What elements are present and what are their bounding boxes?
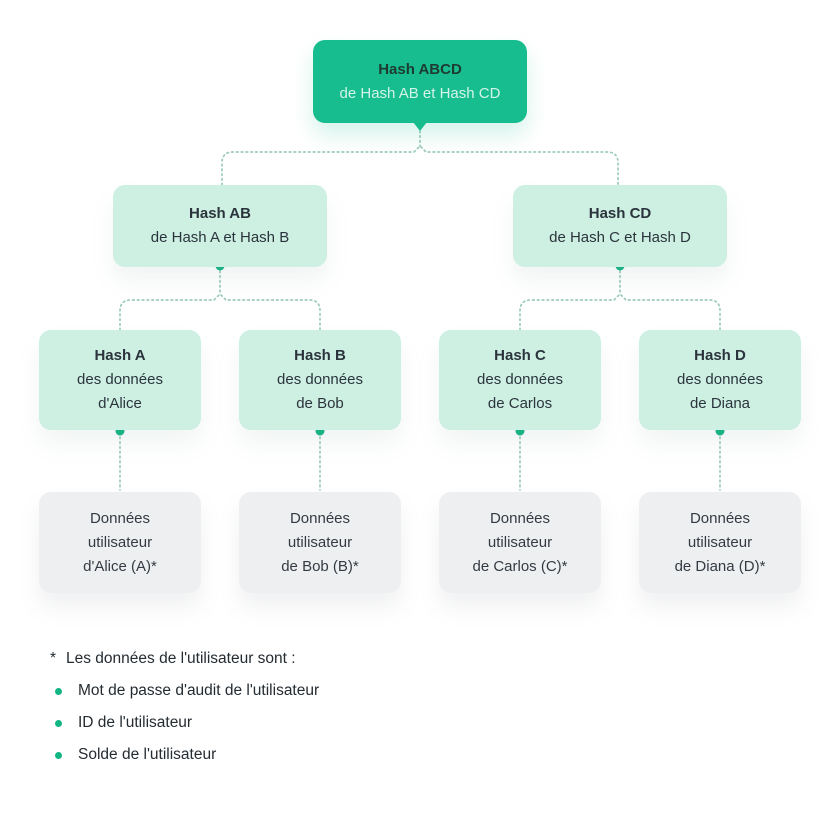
legend-header-text: Les données de l'utilisateur sont : [66,650,296,667]
legend-header: * Les données de l'utilisateur sont : [50,648,319,670]
node-data-bob: Données utilisateur de Bob (B)* [239,492,401,593]
node-line: des données [477,371,563,388]
node-subtitle: de Hash A et Hash B [150,229,290,246]
node-subtitle: de Hash AB et Hash CD [339,84,501,102]
node-hash-d: Hash D des données de Diana [639,330,801,430]
node-hash-abcd: Hash ABCD de Hash AB et Hash CD [313,40,527,123]
node-title: Hash D [694,347,746,364]
connector-root-bracket [221,144,619,186]
node-line: des données [677,371,763,388]
node-line: de Bob [296,395,344,412]
bullet-icon [55,751,62,759]
node-hash-b: Hash B des données de Bob [239,330,401,430]
node-subtitle: de Hash C et Hash D [549,229,691,246]
legend-item: Mot de passe d'audit de l'utilisateur [50,680,319,702]
legend-item-text: ID de l'utilisateur [78,714,193,731]
node-hash-c: Hash C des données de Carlos [439,330,601,430]
node-hash-a: Hash A des données d'Alice [39,330,201,430]
node-title: Hash AB [189,205,251,222]
node-title: Hash CD [588,205,652,222]
node-line: de Carlos (C)* [472,557,568,575]
node-data-carlos: Données utilisateur de Carlos (C)* [439,492,601,593]
bullet-icon [55,687,62,695]
node-title: Hash ABCD [378,60,462,78]
node-title: Hash B [294,347,346,364]
node-data-alice: Données utilisateur d'Alice (A)* [39,492,201,593]
connector-ab-bracket [119,292,321,331]
connector-cd-bracket [519,292,721,331]
node-line: de Diana (D)* [674,557,766,575]
node-line: utilisateur [287,533,353,551]
node-line: utilisateur [687,533,753,551]
node-line: de Carlos [487,395,553,412]
node-line: d'Alice (A)* [83,557,157,575]
node-line: de Diana [689,395,751,412]
node-line: utilisateur [487,533,553,551]
node-line: des données [77,371,163,388]
node-line: de Bob (B)* [281,557,359,575]
node-line: Données [689,509,751,527]
node-line: Données [489,509,551,527]
node-line: d'Alice [98,395,142,412]
node-line: utilisateur [87,533,153,551]
node-line: des données [277,371,363,388]
node-title: Hash A [94,347,146,364]
node-title: Hash C [494,347,546,364]
legend-item-text: Solde de l'utilisateur [78,746,217,763]
asterisk-marker: * [50,650,57,667]
legend-item: ID de l'utilisateur [50,712,319,734]
bullet-icon [55,719,62,727]
root-tail-pointer [413,122,427,131]
legend-item: Solde de l'utilisateur [50,744,319,766]
node-hash-cd: Hash CD de Hash C et Hash D [513,185,727,267]
legend-item-text: Mot de passe d'audit de l'utilisateur [78,682,320,699]
node-data-diana: Données utilisateur de Diana (D)* [639,492,801,593]
node-line: Données [89,509,151,527]
footnote-legend: * Les données de l'utilisateur sont : Mo… [50,648,319,766]
node-hash-ab: Hash AB de Hash A et Hash B [113,185,327,267]
node-line: Données [289,509,351,527]
